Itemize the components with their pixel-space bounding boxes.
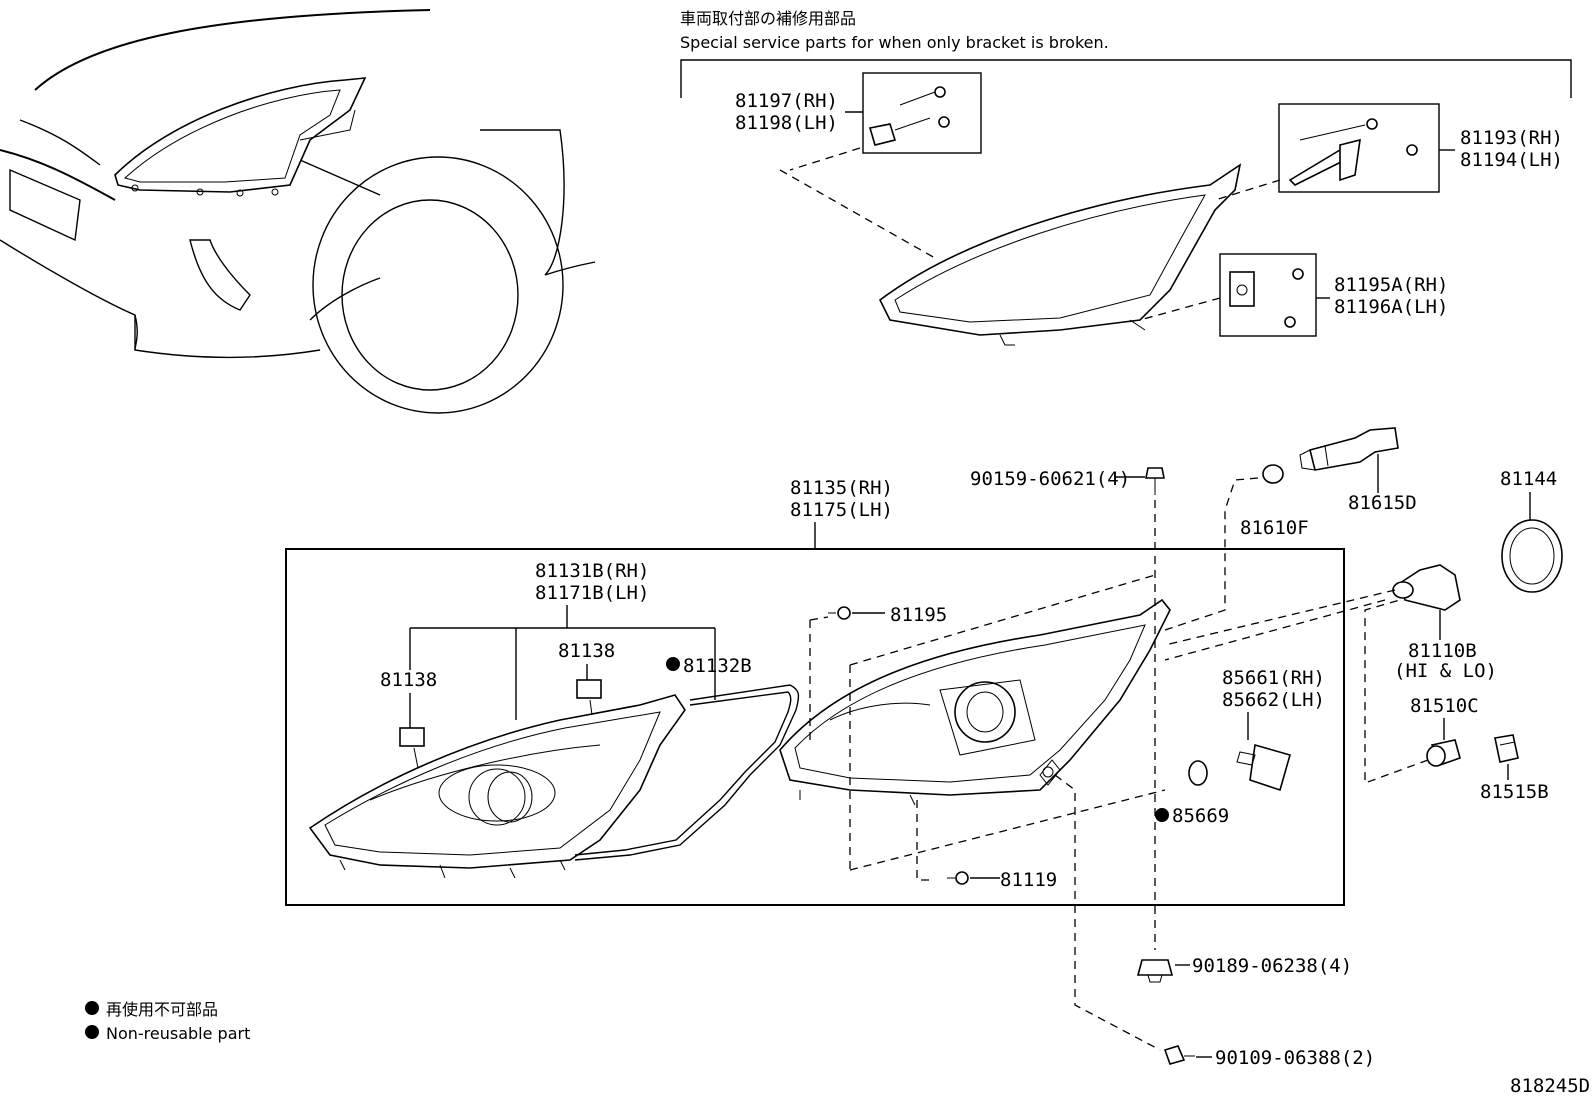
label-81610F: 81610F xyxy=(1240,517,1309,539)
cap-81610F xyxy=(1262,464,1284,484)
screw-81195 xyxy=(828,606,851,620)
cover-81144 xyxy=(1501,519,1563,593)
bulb-81110B xyxy=(1392,564,1461,611)
label-81138-right: 81138 xyxy=(558,640,615,662)
box-81195A xyxy=(1219,253,1317,337)
label-81171B: 81171B(LH) xyxy=(535,582,649,604)
label-81197: 81197(RH) xyxy=(735,90,838,112)
label-81131B: 81131B(RH) xyxy=(535,560,649,582)
label-81194: 81194(LH) xyxy=(1460,149,1563,171)
non-reusable-dot-icon xyxy=(666,657,680,671)
bracket-81197-icon xyxy=(868,86,950,146)
socket-81515B xyxy=(1494,734,1519,763)
headlamp-housing-upper xyxy=(878,163,1242,346)
label-81196A: 81196A(LH) xyxy=(1334,296,1448,318)
diagram-code: 818245D xyxy=(1510,1075,1590,1097)
label-81144: 81144 xyxy=(1500,468,1557,490)
bracket-81193-icon xyxy=(1288,118,1418,186)
label-81132B: 81132B xyxy=(666,655,752,677)
label-90189: 90189-06238(4) xyxy=(1192,955,1352,977)
bracket-81195A-icon xyxy=(1229,268,1304,328)
label-81198: 81198(LH) xyxy=(735,112,838,134)
actuator-85661 xyxy=(1236,743,1291,792)
legend: 再使用不可部品 Non-reusable part xyxy=(85,1000,250,1043)
label-81195: 81195 xyxy=(890,604,947,626)
reflector-81138-right-icon xyxy=(576,679,602,699)
lens-81131B xyxy=(308,694,686,879)
label-81510C: 81510C xyxy=(1410,695,1479,717)
label-81615D: 81615D xyxy=(1348,492,1417,514)
label-85661: 85661(RH) xyxy=(1222,667,1325,689)
legend-text-en: Non-reusable part xyxy=(106,1024,250,1043)
non-reusable-dot-85669-icon xyxy=(1155,808,1169,822)
o-ring-85669 xyxy=(1188,760,1208,786)
box-81193 xyxy=(1278,103,1440,193)
clip-90189 xyxy=(1136,959,1174,983)
svg-text:81132B: 81132B xyxy=(683,655,752,677)
label-81515B: 81515B xyxy=(1480,781,1549,803)
screw-90159 xyxy=(1145,467,1165,495)
service-parts-frame xyxy=(680,59,1572,98)
bulb-81510C xyxy=(1426,739,1461,767)
header-title-jp: 車両取付部の補修用部品 xyxy=(680,9,856,28)
label-85669: 85669 xyxy=(1172,805,1229,827)
reflector-81138-left-icon xyxy=(399,727,425,747)
legend-text-jp: 再使用不可部品 xyxy=(106,1000,218,1019)
label-81195A: 81195A(RH) xyxy=(1334,274,1448,296)
legend-dot-icon-2 xyxy=(85,1025,99,1039)
label-81110B-sub: (HI & LO) xyxy=(1394,660,1497,682)
screw-81119 xyxy=(947,871,969,885)
label-81193: 81193(RH) xyxy=(1460,127,1563,149)
assembly-frame-81135 xyxy=(285,548,1345,906)
gasket-81132B xyxy=(574,684,800,861)
label-90109: 90109-06388(2) xyxy=(1215,1047,1375,1069)
legend-dot-icon xyxy=(85,1001,99,1015)
label-85662: 85662(LH) xyxy=(1222,689,1325,711)
label-81175: 81175(LH) xyxy=(790,499,893,521)
label-81135: 81135(RH) xyxy=(790,477,893,499)
header-title-en: Special service parts for when only brac… xyxy=(680,33,1109,52)
label-90159: 90159-60621(4) xyxy=(970,468,1130,490)
label-81138-left: 81138 xyxy=(380,669,437,691)
label-81110B: 81110B xyxy=(1408,640,1477,662)
box-81197 xyxy=(862,72,982,154)
bolt-90109 xyxy=(1163,1045,1195,1065)
vehicle-front-illustration xyxy=(0,9,596,414)
headlamp-housing-81135 xyxy=(779,598,1171,806)
socket-81615D xyxy=(1299,427,1399,471)
label-81119: 81119 xyxy=(1000,869,1057,891)
